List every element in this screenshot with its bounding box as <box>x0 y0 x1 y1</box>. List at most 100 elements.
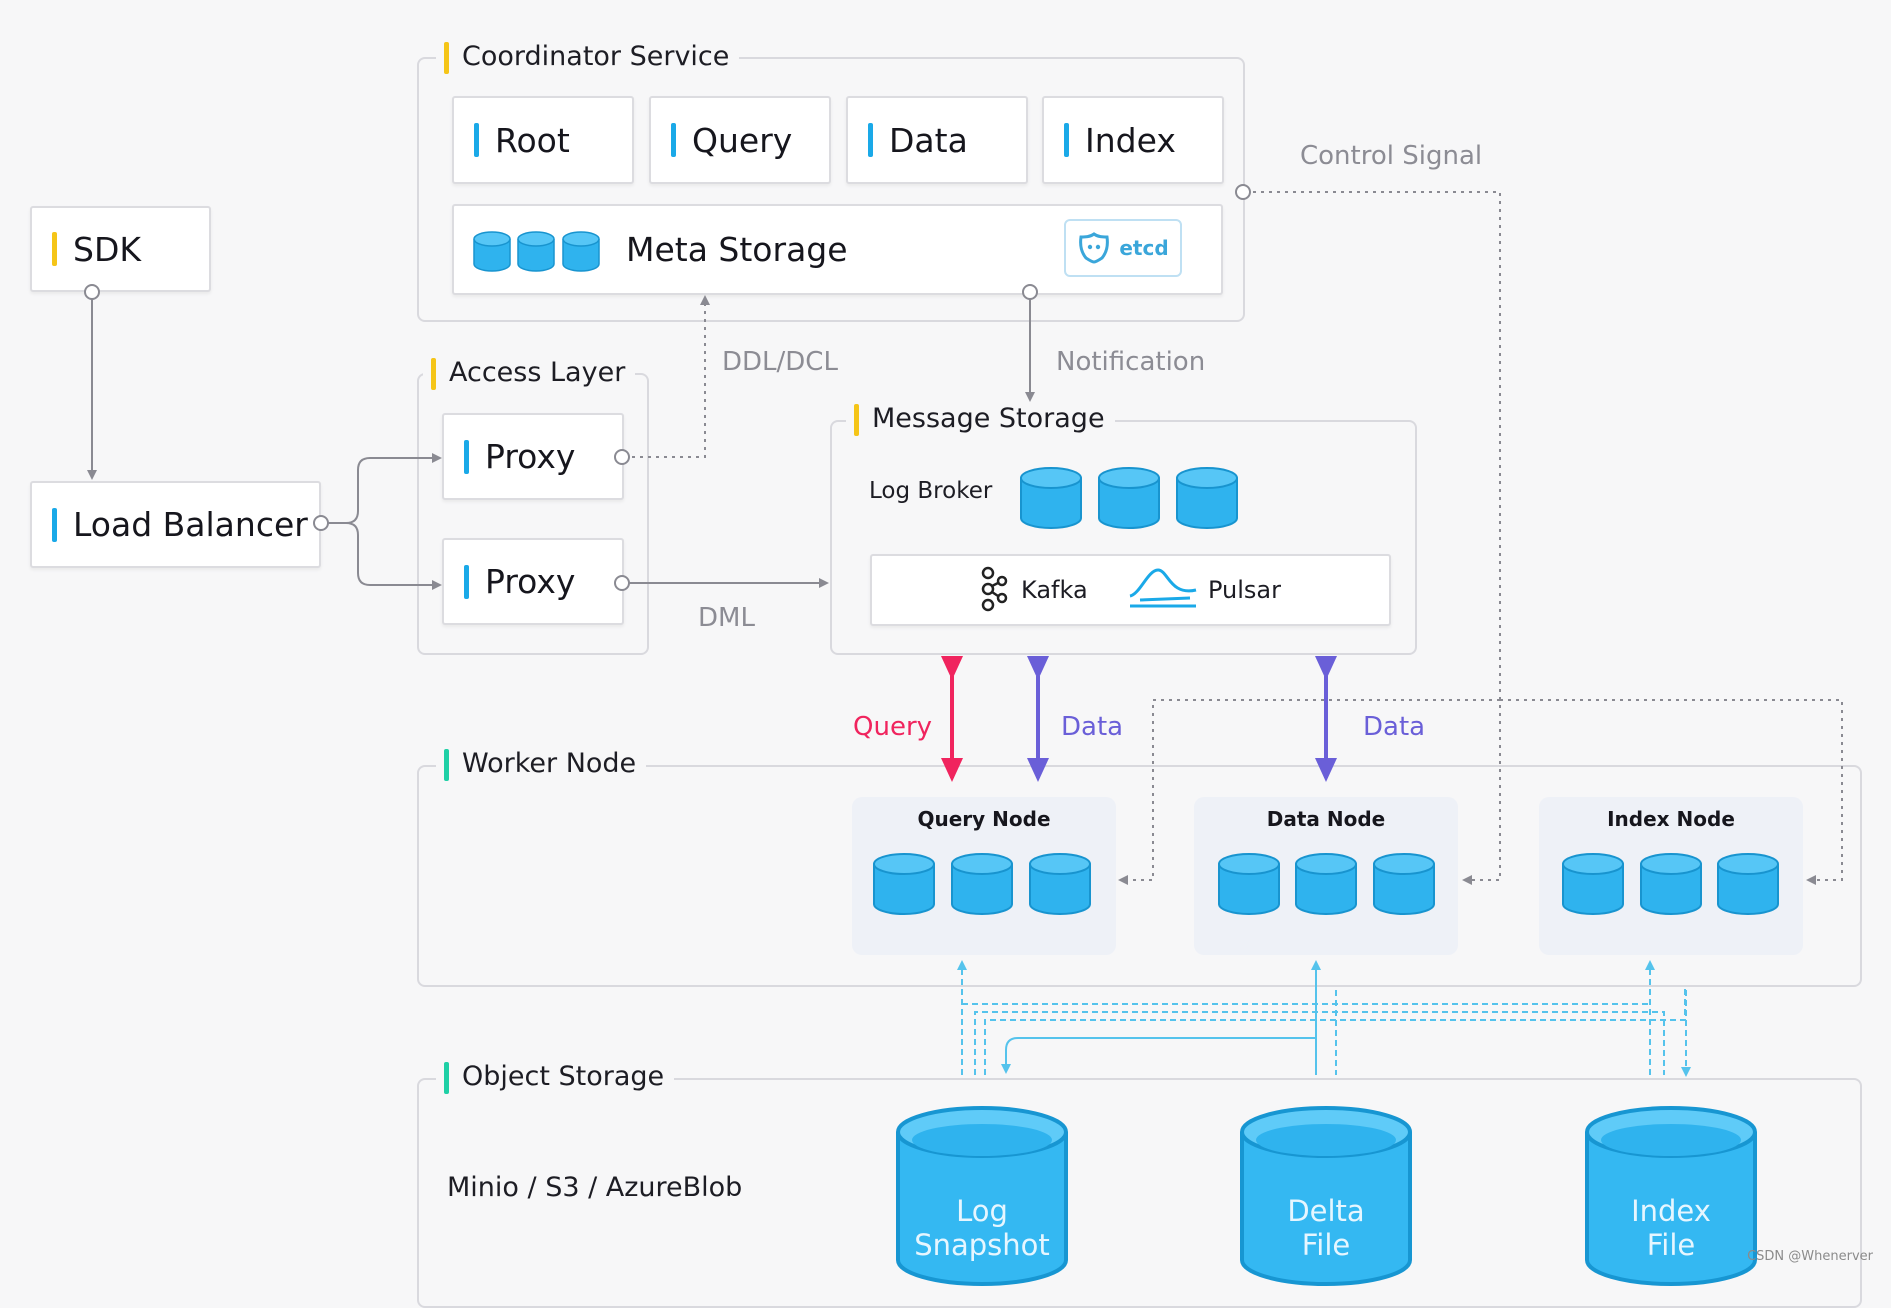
coordinator-root-box: Root <box>452 96 634 184</box>
sdk-box: SDK <box>30 206 211 292</box>
data-flow-label-1: Data <box>1061 712 1124 742</box>
log-broker-label: Log Broker <box>869 478 993 504</box>
etcd-label: etcd <box>1119 236 1169 260</box>
index-node-cylinder-icon <box>1717 853 1779 915</box>
box-tag <box>52 232 57 266</box>
delta-file-label: Delta File <box>1242 1194 1410 1262</box>
box-tag <box>671 123 676 157</box>
meta-storage-cylinder-icon <box>562 231 600 272</box>
index-file-cylinder-icon <box>1585 1106 1757 1286</box>
box-tag <box>1064 123 1069 157</box>
proxy-label-1: Proxy <box>485 437 576 476</box>
query-node-title: Query Node <box>917 807 1051 831</box>
coordinator-root-label: Root <box>495 120 570 160</box>
object-storage-edges <box>957 960 1691 1077</box>
etcd-badge: etcd <box>1064 219 1182 277</box>
port-dot <box>84 284 100 300</box>
control-signal-label: Control Signal <box>1300 141 1483 171</box>
data-node-cylinder-icon <box>1218 853 1280 915</box>
message-storage-title: Message Storage <box>846 402 1115 436</box>
proxy-box-2: Proxy <box>442 538 624 625</box>
meta-storage-label: Meta Storage <box>626 230 848 269</box>
proxy-box-1: Proxy <box>442 413 624 500</box>
lb-to-proxy-edges <box>345 522 442 590</box>
log-broker-cylinder-icon <box>1098 467 1160 529</box>
port-dot <box>1022 284 1038 300</box>
meta-storage-cylinder-icon <box>517 231 555 272</box>
port-dot <box>313 515 329 531</box>
query-node-cylinder-icon <box>1029 853 1091 915</box>
lb-to-proxy-edges <box>321 453 442 524</box>
log-snapshot-cylinder-icon <box>896 1106 1068 1286</box>
index-node-card: Index Node <box>1539 797 1803 955</box>
access-layer-title: Access Layer <box>423 356 636 390</box>
delta-file-line1: Delta <box>1287 1194 1365 1228</box>
object-backends-label: Minio / S3 / AzureBlob <box>447 1172 743 1203</box>
ddl-dcl-label: DDL/DCL <box>722 347 838 377</box>
box-tag <box>52 507 57 542</box>
control-signal-edge <box>1500 699 1843 885</box>
object-storage-title: Object Storage <box>436 1060 675 1094</box>
kafka-label: Kafka <box>1021 576 1088 604</box>
data-flow-label-2: Data <box>1363 712 1426 742</box>
delta-file-cylinder-icon <box>1240 1106 1412 1286</box>
load-balancer-label: Load Balancer <box>73 505 308 544</box>
worker-node-title: Worker Node <box>436 747 647 781</box>
control-signal-edge <box>1245 191 1501 885</box>
index-node-cylinder-icon <box>1562 853 1624 915</box>
coordinator-data-box: Data <box>846 96 1028 184</box>
watermark: CSDN @Whenerver <box>1747 1249 1873 1264</box>
log-snapshot-line2: Snapshot <box>914 1228 1050 1262</box>
load-balancer-box: Load Balancer <box>30 481 321 568</box>
pulsar-logo-icon <box>1129 568 1197 608</box>
diagram-graphics <box>84 184 1843 1286</box>
coordinator-query-label: Query <box>692 120 793 160</box>
coordinator-index-box: Index <box>1042 96 1224 184</box>
coordinator-index-label: Index <box>1085 120 1176 160</box>
index-node-title: Index Node <box>1607 807 1735 831</box>
sdk-label: SDK <box>73 229 141 269</box>
query-node-cylinder-icon <box>873 853 935 915</box>
box-tag <box>464 564 469 599</box>
kafka-logo-icon <box>981 566 1008 612</box>
data-node-cylinder-icon <box>1373 853 1435 915</box>
dml-label: DML <box>698 603 755 633</box>
log-broker-cylinder-icon <box>1020 467 1082 529</box>
index-file-line2: File <box>1646 1228 1696 1262</box>
query-node-cylinder-icon <box>951 853 1013 915</box>
coordinator-query-box: Query <box>649 96 831 184</box>
log-broker-cylinder-icon <box>1176 467 1238 529</box>
title-tag <box>431 358 436 390</box>
title-tag <box>854 404 859 436</box>
control-signal-edge <box>1118 699 1500 885</box>
meta-storage-cylinder-icon <box>473 231 511 272</box>
port-dot <box>1235 184 1251 200</box>
port-dot <box>614 449 630 465</box>
index-file-label: Index File <box>1587 1194 1755 1262</box>
notification-label: Notification <box>1056 347 1206 377</box>
port-dot <box>614 575 630 591</box>
log-snapshot-line1: Log <box>956 1194 1008 1228</box>
ddl-dcl-edge <box>624 295 710 458</box>
index-file-line1: Index <box>1631 1194 1711 1228</box>
title-tag <box>444 42 449 74</box>
delta-file-line2: File <box>1301 1228 1351 1262</box>
data-node-title: Data Node <box>1266 807 1386 831</box>
title-tag <box>444 1062 449 1094</box>
box-tag <box>474 123 479 157</box>
broker-bar: Kafka Pulsar <box>870 554 1391 626</box>
query-flow-label: Query <box>853 712 933 742</box>
pulsar-label: Pulsar <box>1208 576 1282 604</box>
box-tag <box>464 439 469 474</box>
title-tag <box>444 749 449 781</box>
log-snapshot-label: Log Snapshot <box>898 1194 1066 1262</box>
box-tag <box>868 123 873 157</box>
coordinator-data-label: Data <box>889 120 968 160</box>
coordinator-service-title: Coordinator Service <box>436 40 740 74</box>
etcd-logo-icon <box>1079 232 1110 264</box>
data-node-cylinder-icon <box>1295 853 1357 915</box>
index-node-cylinder-icon <box>1640 853 1702 915</box>
proxy-label-2: Proxy <box>485 562 576 601</box>
worker-node-group <box>417 765 1862 987</box>
message-storage-group <box>830 420 1417 655</box>
